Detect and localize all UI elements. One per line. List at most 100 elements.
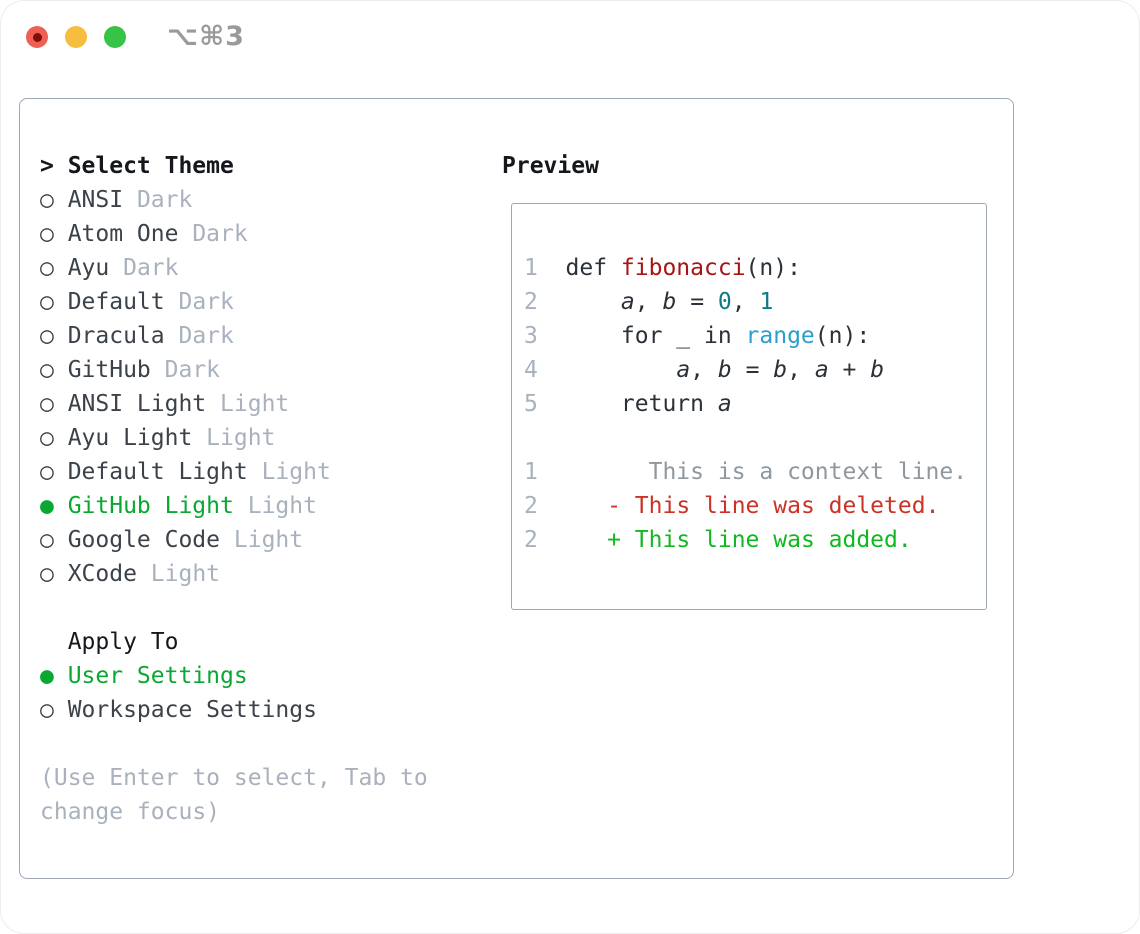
code-segment-builtin: range: [745, 323, 815, 349]
theme-option-xcode[interactable]: ○ XCode Light: [40, 557, 428, 591]
code-segment-plain: =: [676, 289, 718, 315]
spacer: [206, 391, 220, 417]
code-segment-plain: (n):: [814, 323, 871, 349]
code-segment-plain: [566, 289, 621, 315]
close-dot-icon: [32, 32, 42, 42]
spacer: [165, 323, 179, 349]
theme-option-label: Default Light: [67, 459, 248, 485]
theme-variant-badge: Dark: [192, 221, 248, 247]
radio-icon: ○: [40, 289, 54, 315]
apply-option-workspace-settings[interactable]: ○ Workspace Settings: [40, 693, 428, 727]
line-number: 3: [524, 323, 538, 349]
theme-option-label: Default: [67, 289, 165, 315]
theme-variant-badge: Light: [150, 561, 221, 587]
spacer: [178, 221, 192, 247]
theme-variant-badge: Light: [261, 459, 331, 485]
theme-option-ansi[interactable]: ○ANSI Dark: [40, 183, 428, 217]
line-number: 5: [524, 391, 538, 417]
line-number: 4: [524, 357, 538, 383]
theme-option-github-light[interactable]: ● GitHub Light Light: [40, 489, 428, 523]
code-segment-number: 1: [759, 289, 774, 315]
apply-option-user-settings[interactable]: ● User Settings: [40, 659, 428, 693]
code-segment-var: a: [814, 357, 829, 383]
radio-icon: ○: [40, 187, 54, 213]
theme-option-dracula[interactable]: ○Dracula Dark: [40, 319, 428, 353]
code-segment-var: a: [717, 391, 732, 417]
theme-option-label: Dracula: [67, 323, 165, 349]
zoom-button[interactable]: [104, 26, 126, 48]
code-segment-plain: for _ in: [565, 323, 746, 349]
code-segment-plain: (n):: [745, 255, 801, 281]
theme-option-google-code[interactable]: ○ Google Code Light: [40, 523, 428, 557]
theme-variant-badge: Light: [247, 493, 317, 519]
radio-icon: ○: [40, 391, 54, 417]
theme-option-default[interactable]: ○ Default Dark: [40, 285, 428, 319]
close-button[interactable]: [26, 26, 48, 48]
theme-option-github[interactable]: ○GitHub Dark: [40, 353, 428, 387]
blank-line: [524, 421, 976, 455]
code-line: 3 for _ in range(n):: [524, 319, 976, 353]
spacer: [248, 459, 262, 485]
spacer: [109, 255, 123, 281]
theme-option-ayu[interactable]: ○Ayu Dark: [40, 251, 428, 285]
theme-variant-badge: Dark: [164, 357, 221, 383]
apply-option-label: Workspace Settings: [67, 697, 317, 723]
line-number: 2: [524, 527, 538, 553]
spacer: [220, 527, 234, 553]
minimize-button[interactable]: [65, 26, 87, 48]
code-line: 2 - This line was deleted.: [524, 489, 976, 523]
line-number: 2: [524, 289, 538, 315]
hint-text: (Use Enter to select, Tab to: [40, 765, 428, 791]
radio-icon: ○: [40, 221, 54, 247]
theme-option-label: Google Code: [67, 527, 221, 553]
theme-list-header: >Select Theme: [40, 149, 428, 183]
code-segment-plain: ,: [731, 289, 760, 315]
spacer: [151, 357, 165, 383]
radio-selected-icon: ●: [40, 493, 54, 519]
apply-to-title: Apply To: [67, 629, 179, 655]
spacer: [137, 561, 151, 587]
theme-variant-badge: Light: [233, 527, 304, 553]
spacer-row: [40, 591, 428, 625]
code-line: 5 return a: [524, 387, 976, 421]
theme-variant-badge: Dark: [178, 289, 234, 315]
radio-icon: ○: [40, 459, 54, 485]
theme-list: >Select Theme○ANSI Dark○Atom One Dark○Ay…: [40, 149, 428, 829]
line-number: 1: [524, 459, 538, 485]
code-segment-var: a: [676, 357, 691, 383]
apply-option-label: User Settings: [67, 663, 248, 689]
theme-variant-badge: Dark: [178, 323, 234, 349]
code-line: 4 a, b = b, a + b: [524, 353, 976, 387]
theme-variant-badge: Dark: [123, 255, 179, 281]
radio-icon: ○: [40, 561, 54, 587]
theme-variant-badge: Light: [206, 425, 276, 451]
code-segment-plain: [566, 357, 677, 383]
theme-option-atom-one[interactable]: ○Atom One Dark: [40, 217, 428, 251]
radio-icon: ○: [40, 425, 54, 451]
line-number: 1: [524, 255, 538, 281]
code-line: 2 a, b = 0, 1: [524, 285, 976, 319]
hint-text-line: (Use Enter to select, Tab to: [40, 761, 428, 795]
radio-selected-icon: ●: [40, 663, 54, 689]
selection-caret-icon: >: [40, 153, 54, 179]
spacer-row: [40, 727, 428, 761]
theme-option-ansi-light[interactable]: ○ANSI Light Light: [40, 387, 428, 421]
code-line: 2 + This line was added.: [524, 523, 976, 557]
theme-option-label: GitHub Light: [67, 493, 234, 519]
theme-option-default-light[interactable]: ○ Default Light Light: [40, 455, 428, 489]
hint-text: change focus): [40, 799, 221, 825]
theme-option-label: XCode: [67, 561, 137, 587]
code-segment-plain: return: [565, 391, 718, 417]
radio-icon: ○: [40, 697, 54, 723]
theme-option-label: ANSI: [67, 187, 124, 213]
radio-icon: ○: [40, 357, 54, 383]
hint-text-line: change focus): [40, 795, 428, 829]
code-segment-plain: [566, 527, 608, 553]
theme-option-ayu-light[interactable]: ○Ayu Light Light: [40, 421, 428, 455]
code-segment-var: b: [870, 357, 885, 383]
radio-icon: ○: [40, 527, 54, 553]
keyboard-shortcut-label: ⌥⌘3: [167, 21, 245, 52]
